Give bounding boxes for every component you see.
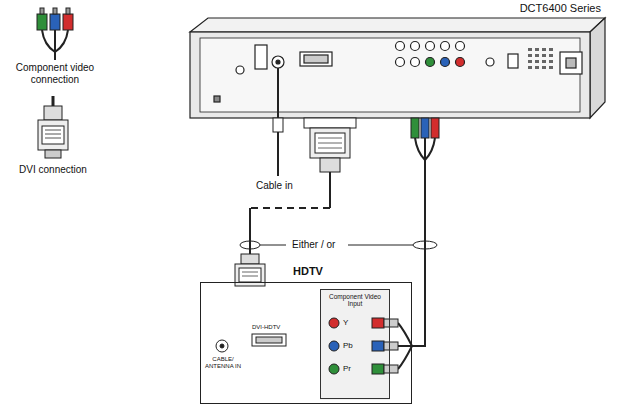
cable-in	[273, 68, 283, 176]
vent-hole	[528, 66, 532, 69]
vent-hole	[535, 60, 539, 63]
vent-hole	[542, 66, 546, 69]
vent-hole	[528, 48, 532, 51]
cable-label: Cable in	[256, 180, 293, 192]
dvi-icon	[38, 96, 68, 158]
jack-label: Y	[343, 318, 348, 327]
icon-caption: Component video connection	[6, 62, 104, 85]
hdtv-box: HDTVComponent Video Input	[200, 282, 412, 404]
dvi-plug	[304, 118, 356, 172]
node-heading: Component Video Input	[321, 290, 389, 311]
node-heading: DCT6400 Series	[520, 2, 601, 15]
choice-note: Either / or	[292, 239, 335, 251]
vent-hole	[535, 48, 539, 51]
vent-hole	[542, 48, 546, 51]
port-label: CABLE/ ANTENNA IN	[203, 356, 243, 370]
vent-hole	[549, 54, 553, 57]
vent-grille	[528, 48, 553, 69]
jack-label: Pr	[343, 364, 351, 373]
vent-hole	[549, 60, 553, 63]
component-plugs	[372, 318, 412, 374]
component-plugs	[411, 118, 439, 160]
vent-hole	[528, 54, 532, 57]
port-label: DVI-HDTV	[252, 324, 280, 331]
icon-caption: DVI connection	[13, 164, 93, 176]
cable-segment	[250, 207, 330, 209]
vent-hole	[535, 54, 539, 57]
set-top-box	[190, 18, 605, 118]
vent-hole	[535, 66, 539, 69]
vent-hole	[542, 54, 546, 57]
vent-hole	[528, 60, 532, 63]
either-or-marker	[240, 241, 437, 249]
vent-hole	[549, 66, 553, 69]
jack-label: Pb	[343, 341, 353, 350]
vent-hole	[549, 48, 553, 51]
vent-hole	[542, 60, 546, 63]
component-icon	[37, 8, 73, 60]
hdtv-panel	[216, 290, 390, 400]
input-panel: Component Video Input	[320, 289, 390, 399]
set-top-box: DCT6400 Series	[190, 18, 605, 118]
node-heading: HDTV	[293, 265, 323, 278]
